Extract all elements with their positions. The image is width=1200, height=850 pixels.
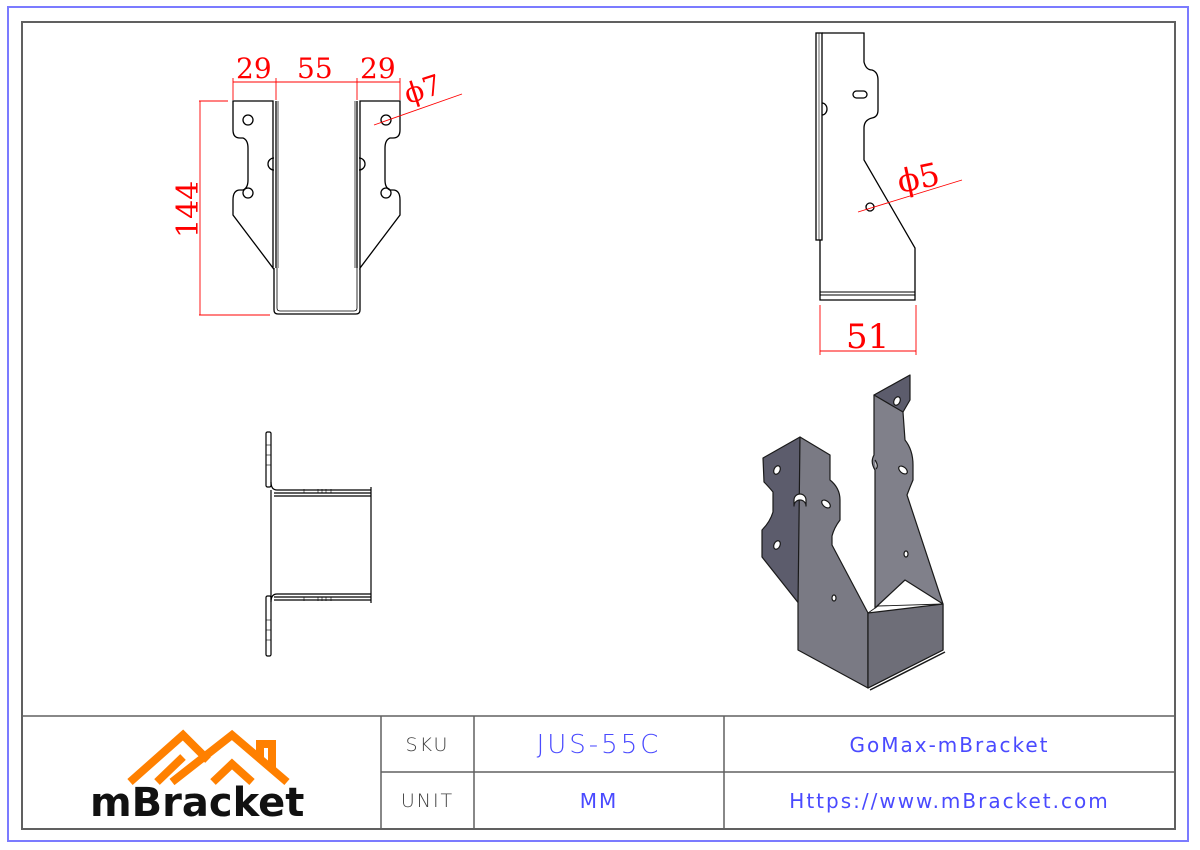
dim-depth: 51 — [846, 317, 889, 357]
right-flange-hole-bottom — [380, 187, 392, 199]
iso-left-flange — [761, 436, 801, 606]
brand-name: GoMax-mBracket — [849, 732, 1050, 757]
iso-seat-front — [867, 603, 944, 689]
dim-hole-diameter-7: ϕ7 — [400, 68, 445, 111]
dim-hole-diameter-5: ϕ5 — [894, 155, 943, 201]
dim-left-flange-width: 29 — [236, 52, 272, 85]
sku-value: JUS-55C — [536, 729, 662, 760]
left-flange-outline — [232, 100, 274, 270]
unit-label: UNIT — [400, 790, 455, 812]
sku-label: SKU — [405, 733, 450, 756]
left-flange-hole-bottom — [242, 187, 254, 199]
front-view-dimensions — [199, 78, 463, 316]
dim-seat-width: 55 — [297, 52, 333, 85]
iso-right-side-panel — [867, 394, 944, 689]
side-view-slot — [852, 90, 868, 99]
right-flange-hole-top — [380, 114, 392, 126]
logo-roof-icon — [127, 729, 290, 786]
iso-left-side-panel — [797, 436, 869, 689]
title-block-grid — [21, 715, 1175, 829]
drawing-frame — [21, 21, 1176, 830]
top-view — [265, 431, 372, 657]
top-view-left-flange-upper — [265, 431, 272, 488]
front-view — [232, 100, 401, 315]
logo-wordmark: mBracket — [90, 780, 305, 826]
side-view-outline — [819, 32, 916, 301]
isometric-view — [761, 374, 946, 691]
left-flange-hole-top — [242, 114, 254, 126]
right-flange-outline — [359, 100, 401, 270]
sheet-outer-border — [7, 6, 1189, 842]
side-view-dimensions — [819, 179, 963, 355]
side-view — [815, 32, 916, 301]
dim-height: 144 — [171, 181, 206, 238]
top-view-left-flange-lower — [265, 595, 272, 657]
website-url: Https://www.mBracket.com — [789, 789, 1110, 813]
unit-value: MM — [579, 789, 619, 813]
dim-right-flange-width: 29 — [360, 52, 396, 85]
